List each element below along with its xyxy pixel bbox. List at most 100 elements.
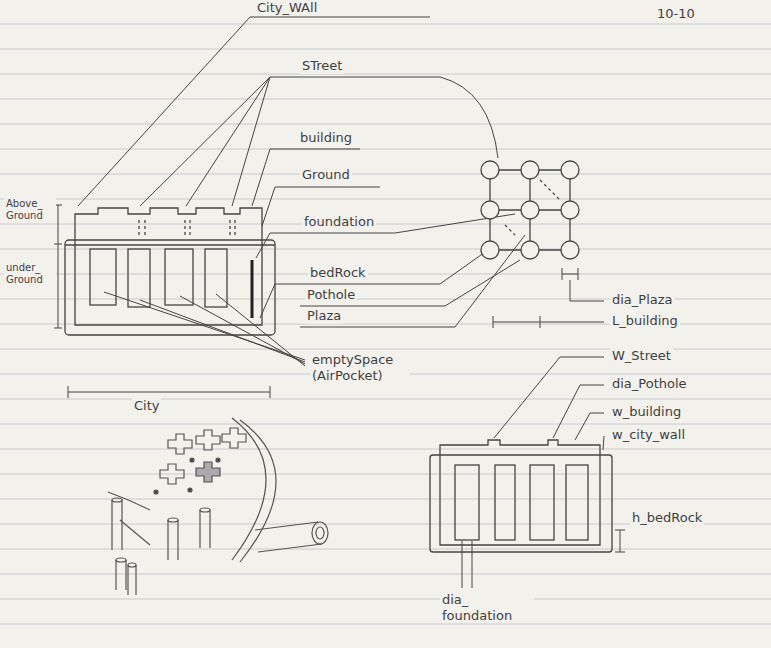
plan-grid bbox=[521, 241, 539, 259]
handwritten-label: h_bedRock bbox=[630, 510, 704, 526]
plan-grid bbox=[521, 161, 539, 179]
city-sketch bbox=[196, 462, 220, 482]
ruled-lines bbox=[0, 599, 771, 600]
handwritten-label: w_city_wall bbox=[610, 427, 687, 443]
handwritten-label: bedRock bbox=[308, 265, 368, 281]
city-sketch bbox=[108, 492, 150, 545]
handwritten-label: building bbox=[298, 130, 354, 146]
ruled-lines bbox=[0, 99, 771, 100]
plan-grid bbox=[481, 241, 499, 259]
ruled-lines bbox=[0, 624, 771, 625]
handwritten-label: Pothole bbox=[305, 287, 357, 303]
plan-grid bbox=[493, 316, 604, 328]
handwritten-label: dia_ foundation bbox=[440, 592, 534, 623]
handwritten-label: under_ Ground bbox=[4, 262, 56, 286]
city-cross-section bbox=[139, 220, 235, 238]
city-sketch bbox=[232, 418, 276, 562]
plan-grid bbox=[481, 161, 579, 259]
leader-line bbox=[494, 357, 604, 438]
leader-line bbox=[553, 385, 604, 438]
leader-line bbox=[494, 357, 604, 450]
leader-line bbox=[78, 17, 525, 366]
section-drawing bbox=[462, 541, 472, 588]
handwritten-label: 10-10 bbox=[655, 6, 697, 22]
plan-grid bbox=[561, 241, 579, 259]
handwritten-label: W_Street bbox=[610, 348, 673, 364]
city-sketch bbox=[190, 458, 194, 462]
handwritten-label: dia_Plaza bbox=[610, 292, 675, 308]
handwritten-label: Ground bbox=[300, 167, 352, 183]
handwritten-label: City_WAll bbox=[255, 0, 319, 16]
ruled-lines bbox=[0, 124, 771, 125]
city-sketch bbox=[112, 500, 122, 550]
leader-line bbox=[300, 235, 525, 327]
ruled-lines bbox=[0, 24, 771, 624]
plan-grid bbox=[561, 201, 579, 219]
handwritten-label: City bbox=[132, 398, 161, 414]
ruled-lines bbox=[0, 74, 771, 75]
ruled-lines bbox=[0, 149, 771, 150]
leader-line bbox=[575, 413, 604, 440]
city-sketch bbox=[216, 458, 220, 462]
city-sketch bbox=[128, 563, 136, 567]
handwritten-label: foundation bbox=[302, 214, 376, 230]
ruled-lines bbox=[0, 474, 771, 475]
ruled-lines bbox=[0, 549, 771, 550]
city-sketch bbox=[160, 464, 184, 484]
city-cross-section bbox=[128, 249, 150, 307]
ruled-lines bbox=[0, 449, 771, 450]
plan-grid bbox=[481, 201, 499, 219]
city-sketch bbox=[196, 430, 220, 450]
leader-line bbox=[300, 260, 520, 306]
city-sketch bbox=[168, 518, 178, 522]
ruled-lines bbox=[0, 224, 771, 225]
leader-line bbox=[252, 149, 360, 206]
dimension-bracket bbox=[54, 205, 270, 398]
city-sketch bbox=[222, 428, 246, 448]
ruled-lines bbox=[0, 399, 771, 400]
city-cross-section bbox=[75, 208, 262, 325]
section-drawing bbox=[455, 465, 479, 540]
plan-grid bbox=[481, 161, 499, 179]
leader-line bbox=[104, 292, 305, 366]
plan-grid bbox=[481, 161, 604, 328]
plan-grid bbox=[505, 180, 560, 235]
leader-line bbox=[78, 17, 430, 206]
leader-line bbox=[603, 436, 604, 450]
section-drawing bbox=[430, 440, 625, 588]
handwritten-label: emptySpace (AirPocket) bbox=[310, 352, 410, 383]
leader-line bbox=[256, 214, 515, 258]
city-sketch bbox=[116, 560, 126, 590]
city-cross-section bbox=[65, 244, 275, 245]
section-drawing bbox=[440, 440, 600, 545]
city-sketch bbox=[188, 488, 192, 492]
ruled-lines bbox=[0, 424, 771, 425]
handwritten-label: w_building bbox=[610, 404, 683, 420]
city-cross-section bbox=[165, 249, 193, 305]
handwritten-label: dia_Pothole bbox=[610, 376, 689, 392]
city-sketch bbox=[116, 558, 126, 562]
city-sketch bbox=[168, 520, 178, 560]
section-drawing bbox=[566, 465, 588, 540]
city-sketch bbox=[312, 522, 328, 544]
city-sketch bbox=[200, 508, 210, 512]
plan-grid bbox=[490, 170, 570, 250]
city-cross-section bbox=[65, 240, 275, 335]
section-drawing bbox=[495, 465, 515, 540]
handwritten-label: L_building bbox=[610, 313, 680, 329]
handwritten-label: Plaza bbox=[305, 308, 343, 324]
leader-line bbox=[440, 77, 498, 158]
dimension-bracket bbox=[68, 386, 270, 398]
city-sketch bbox=[154, 490, 158, 494]
section-drawing bbox=[530, 465, 554, 540]
city-sketch bbox=[168, 434, 192, 454]
ruled-lines bbox=[0, 499, 771, 500]
ruled-lines bbox=[0, 199, 771, 200]
plan-grid bbox=[562, 268, 578, 280]
city-sketch bbox=[316, 527, 324, 539]
plan-grid bbox=[561, 161, 579, 179]
city-sketch bbox=[200, 510, 210, 548]
city-cross-section bbox=[90, 249, 116, 305]
ruled-lines bbox=[0, 24, 771, 25]
city-sketch bbox=[108, 418, 328, 595]
